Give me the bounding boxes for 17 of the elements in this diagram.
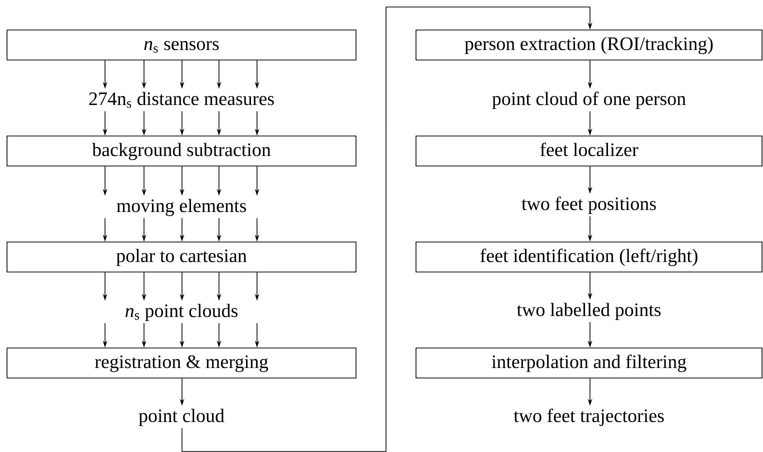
process-box: registration & merging (6, 348, 356, 378)
process-box: feet localizer (416, 136, 762, 166)
data-label: moving elements (116, 198, 246, 216)
process-box: feet identification (left/right) (416, 242, 762, 272)
data-label: two feet positions (522, 196, 656, 214)
process-box: person extraction (ROI/tracking) (416, 30, 762, 60)
process-box: n$_{s}$ sensors (6, 30, 356, 60)
data-label: point cloud (138, 408, 224, 426)
process-box: polar to cartesian (6, 242, 356, 272)
process-box: interpolation and filtering (416, 348, 762, 378)
data-label: 274n$_{s}$ distance measures (89, 92, 274, 108)
data-label: n$_{s}$ point clouds (126, 304, 238, 322)
data-label: two feet trajectories (514, 408, 664, 426)
process-box: background subtraction (6, 136, 356, 166)
data-label: two labelled points (516, 302, 661, 320)
data-label: point cloud of one person (492, 92, 686, 110)
arrow (182, 6, 592, 452)
